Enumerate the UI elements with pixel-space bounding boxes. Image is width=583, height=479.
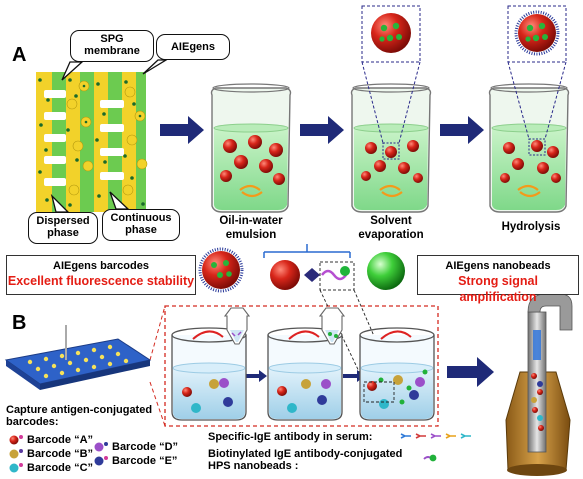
barcode-particle — [198, 247, 244, 293]
legend-hps-nanobeads: Biotinylated IgE antibody-conjugated HPS… — [208, 448, 403, 472]
assay-beaker-1 — [171, 327, 247, 421]
callout-aiegens: AIEgens — [156, 34, 230, 60]
emulsion-droplets — [66, 80, 148, 196]
assay-beaker-3 — [359, 327, 435, 421]
callout-spg-membrane: SPG membrane — [70, 30, 154, 62]
callout-pointers — [50, 59, 169, 213]
callout-continuous-phase: Continuous phase — [102, 209, 180, 241]
aiegens-dots — [38, 78, 145, 207]
barcode-legend-icons — [9, 435, 108, 473]
spg-membrane — [36, 72, 148, 212]
nanobeads-box-title: AIEgens nanobeads — [445, 260, 551, 272]
beaker-hydrolysis — [488, 83, 570, 213]
nanobeads-box-subtitle: Strong signal amplification — [458, 274, 538, 304]
beaker-emulsion — [210, 83, 292, 213]
assay-beaker-2 — [267, 327, 343, 421]
membrane-pores — [44, 90, 124, 186]
igE-legend-icons — [400, 433, 471, 439]
callout-dispersed-phase: Dispersed phase — [28, 212, 98, 244]
conjugate-illustration — [263, 244, 355, 291]
zoom-inset-evaporation — [361, 5, 421, 144]
arrow-to-device — [447, 357, 494, 387]
tube-nanobeads — [318, 307, 346, 345]
barcode-e-label: Barcode “E” — [112, 455, 178, 467]
barcodes-box-title: AIEgens barcodes — [53, 260, 149, 272]
arrow-small-1 — [245, 370, 267, 382]
legend-capture-barcodes: Capture antigen-conjugated barcodes: — [6, 404, 153, 428]
zoom-inset-hydrolysis — [507, 5, 567, 140]
panel-label-a: A — [12, 44, 27, 66]
caption-oil-in-water-emulsion: Oil-in-water emulsion — [219, 215, 283, 241]
aiegens-barcodes-box: AIEgens barcodes Excellent fluorescence … — [6, 255, 196, 295]
panel-label-b: B — [12, 312, 27, 334]
flow-device — [505, 293, 573, 476]
barcodes-box-subtitle: Excellent fluorescence stability — [7, 274, 195, 288]
barcode-c-label: Barcode “C” — [27, 462, 94, 474]
arrow-to-emulsion — [160, 116, 204, 144]
legend-specific-ige: Specific-IgE antibody in serum: — [208, 431, 373, 443]
arrow-to-hydrolysis — [440, 116, 484, 144]
hps-legend-icon — [423, 454, 437, 462]
barcode-a-label: Barcode “A” — [27, 434, 94, 446]
aiegens-nanobeads-box: AIEgens nanobeads Strong signal amplific… — [417, 255, 579, 304]
barcode-d-label: Barcode “D” — [112, 441, 179, 453]
arrow-to-evaporation — [300, 116, 344, 144]
beaker-evaporation — [350, 83, 432, 213]
microplate — [4, 325, 152, 390]
nanobead-particle — [367, 252, 405, 290]
barcode-b-label: Barcode “B” — [27, 448, 94, 460]
caption-hydrolysis: Hydrolysis — [501, 221, 561, 233]
caption-solvent-evaporation: Solvent evaporation — [358, 215, 424, 241]
tube-serum — [223, 307, 251, 345]
